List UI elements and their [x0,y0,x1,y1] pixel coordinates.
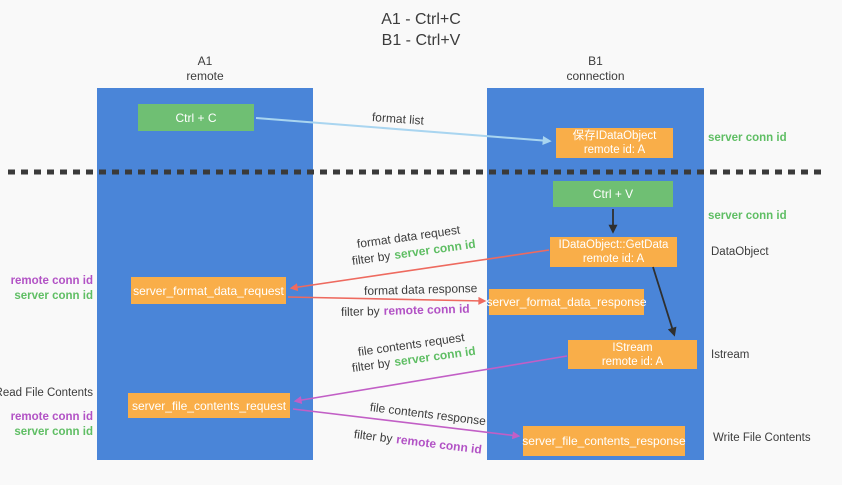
node-ctrl-v: Ctrl + V [553,181,673,207]
node-format-response-label: server_format_data_response [486,295,647,309]
node-idataobject-getdata: IDataObject::GetData remote id: A [550,237,677,267]
lane-header-a1: A1 remote [97,54,313,84]
annotation-server-conn-id-mid-right: server conn id [708,210,787,222]
annotation-remote-conn-id-top-left: remote conn id [10,275,93,287]
node-istream-line2: remote id: A [601,355,664,368]
node-istream-line1: IStream [612,341,653,354]
filter-by-text: filter by [353,427,394,446]
node-format-request-label: server_format_data_request [133,283,284,298]
lane-b1-subtitle: connection [566,69,625,83]
annotation-server-conn-id-top-right: server conn id [708,132,787,144]
node-server-file-contents-response: server_file_contents_response [522,426,686,456]
annotation-istream: Istream [711,349,750,361]
node-getdata-line2: remote id: A [582,253,645,265]
node-save-idataobject-line2: remote id: A [583,144,646,156]
lane-a1-subtitle: remote [186,69,224,83]
lane-b1-name: B1 [588,54,603,68]
lane-a1-name: A1 [197,54,213,68]
filter-by-text: filter by [351,355,392,375]
annotation-remote-conn-id-bottom-left: remote conn id [10,411,93,423]
annotation-read-file-contents: Read File Contents [0,387,93,399]
remote-conn-id-text: remote conn id [395,432,483,457]
node-save-idataobject: 保存IDataObject remote id: A [556,128,673,158]
filter-by-text: filter by [351,248,392,268]
edge-label-format-list: format list [371,110,425,128]
arrow-format-data-response [287,296,487,305]
title-line-2: B1 - Ctrl+V [381,32,461,49]
node-file-request-label: server_file_contents_request [131,398,287,413]
remote-conn-id-text: remote conn id [383,301,470,318]
title-line-1: A1 - Ctrl+C [381,11,461,28]
node-server-format-data-request: server_format_data_request [131,277,286,304]
node-ctrl-v-label: Ctrl + V [592,187,634,201]
node-getdata-line1: IDataObject::GetData [558,239,669,251]
annotation-write-file-contents: Write File Contents [713,432,811,444]
node-ctrl-c: Ctrl + C [138,104,254,131]
node-save-idataobject-line1: 保存IDataObject [572,130,657,142]
node-istream: IStream remote id: A [568,340,697,369]
node-ctrl-c-label: Ctrl + C [175,110,217,125]
lane-header-b1: B1 connection [487,54,704,84]
edge-label-format-data-response: format data response [363,281,478,298]
edge-label-file-contents-response: file contents response [369,400,487,429]
diagram-title: A1 - Ctrl+C B1 - Ctrl+V [0,9,842,51]
filter-by-text: filter by [340,303,380,319]
annotation-dataobject: DataObject [711,246,769,258]
node-file-response-label: server_file_contents_response [522,434,686,448]
annotation-server-conn-id-top-left: server conn id [14,290,93,302]
annotation-server-conn-id-bottom-left: server conn id [14,426,93,438]
node-server-format-data-response: server_format_data_response [486,289,647,315]
node-server-file-contents-request: server_file_contents_request [128,393,290,418]
